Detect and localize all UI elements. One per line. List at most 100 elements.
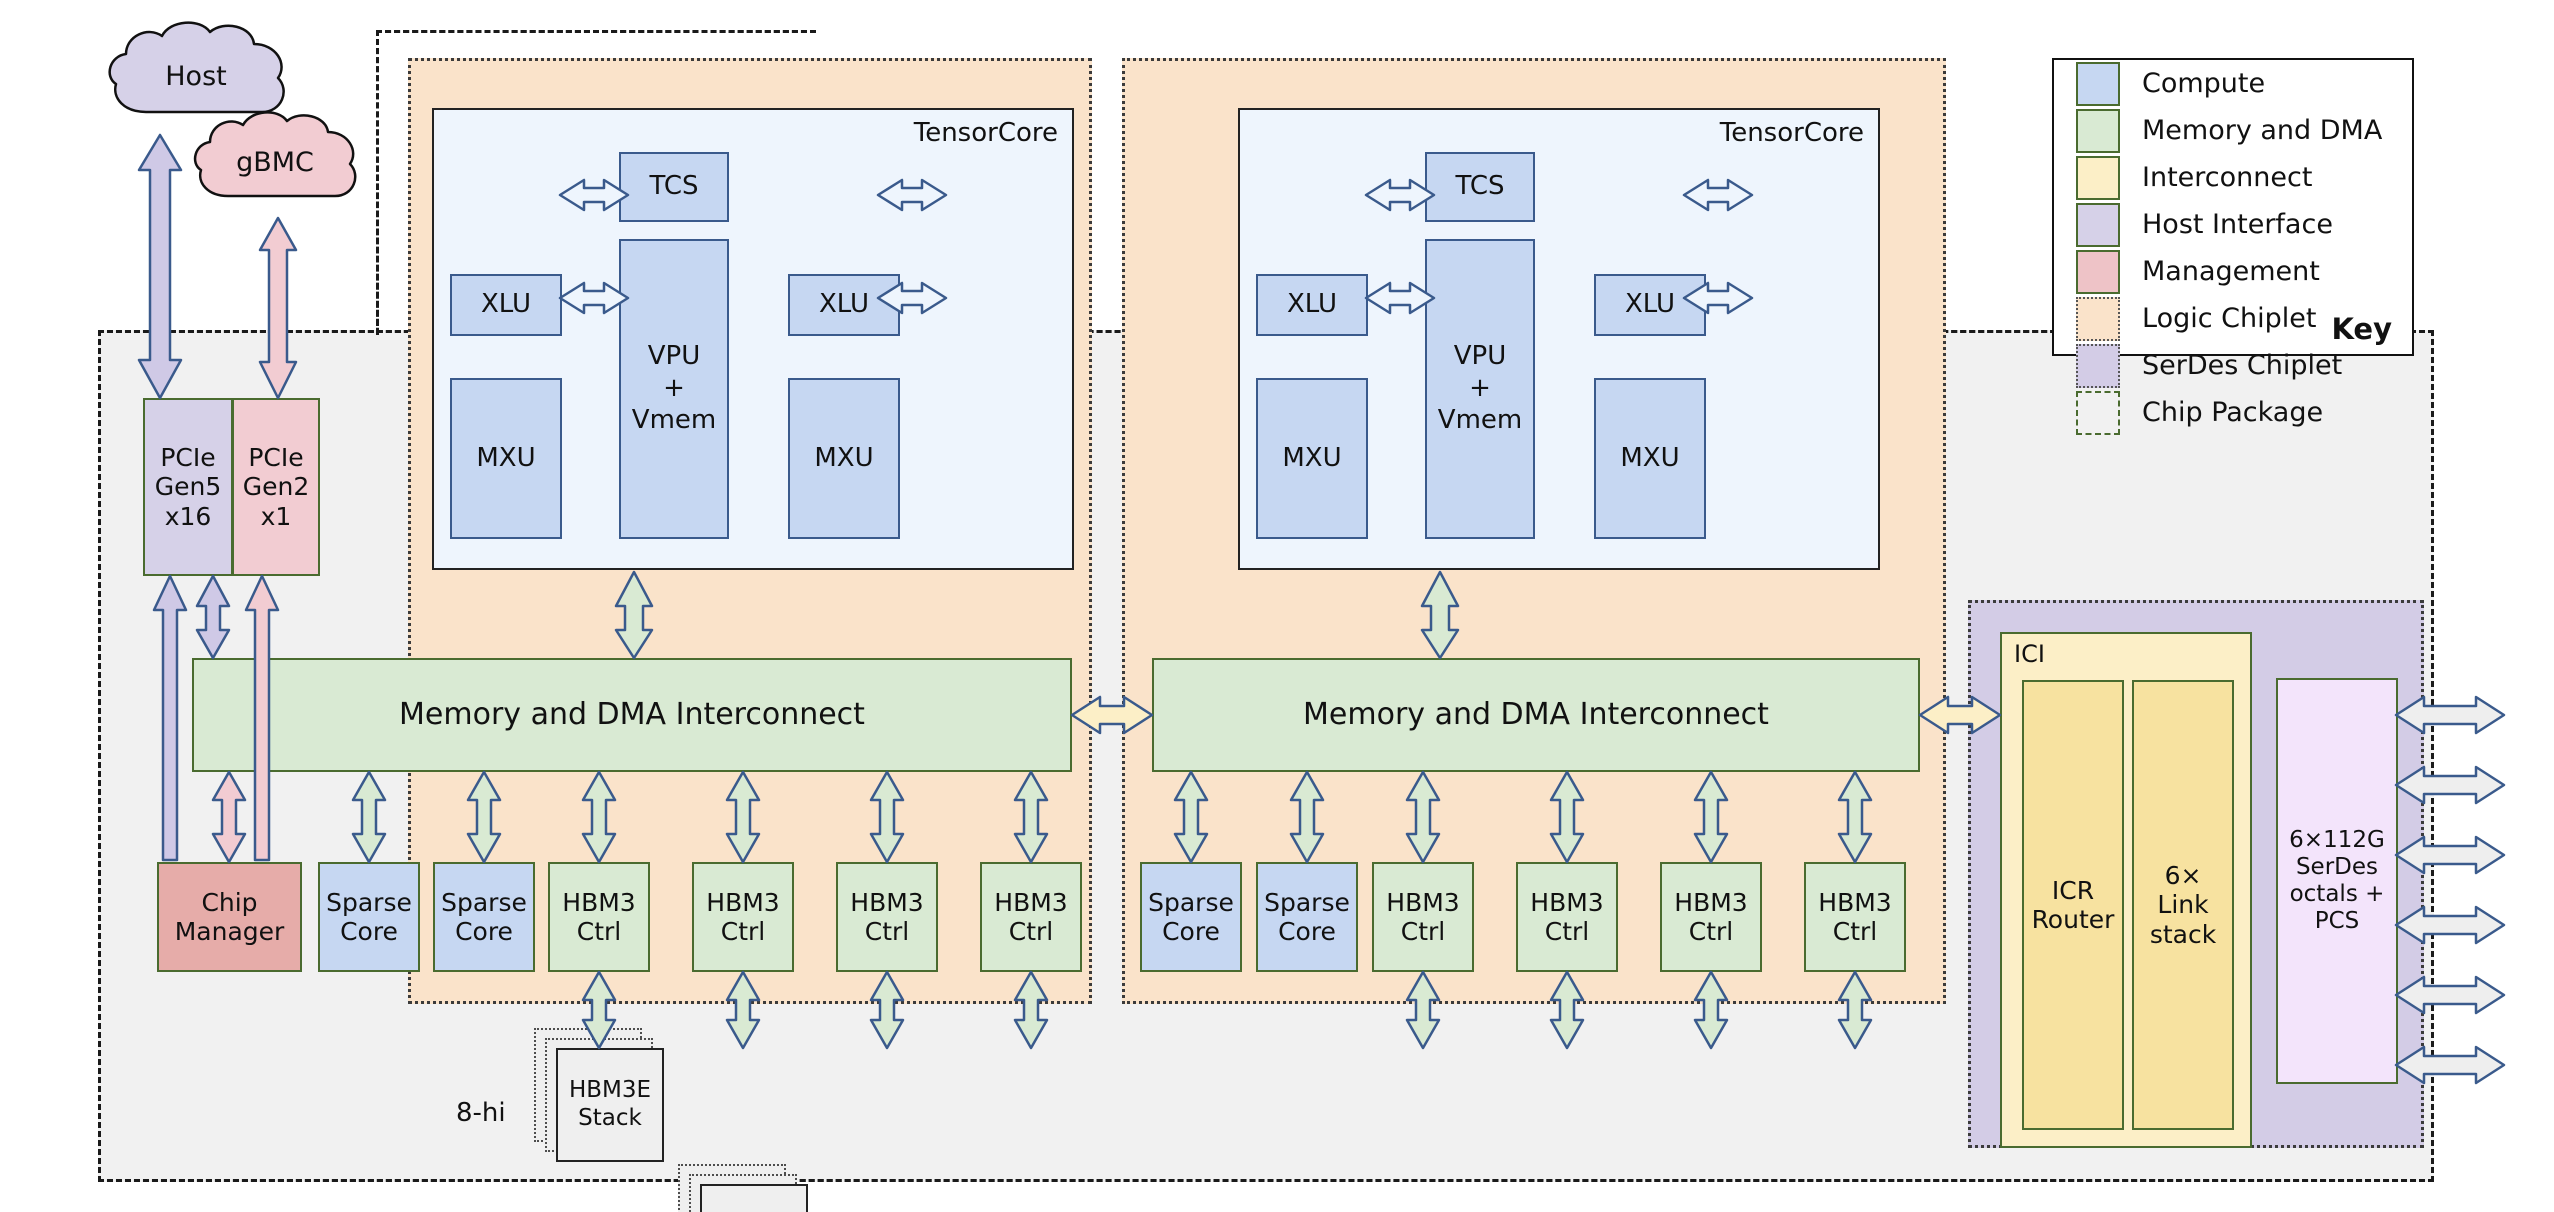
legend-label-interconnect: Interconnect — [2142, 162, 2313, 193]
mxu-block-right-r[interactable]: MXU — [1594, 378, 1706, 539]
xlu-block-right-l[interactable]: XLU — [1256, 274, 1368, 336]
legend-swatch-serdes-chiplet — [2076, 343, 2120, 388]
legend-label-memory-and-dma: Memory and DMA — [2142, 115, 2383, 146]
sparse-core-label-l1: Sparse Core — [326, 887, 412, 947]
xlu-block-right-r[interactable]: XLU — [1594, 274, 1706, 336]
hbm3-ctrl-label-r3: HBM3 Ctrl — [1674, 887, 1748, 947]
legend-swatch-compute — [2076, 61, 2120, 106]
mxu-block-left-l[interactable]: MXU — [450, 378, 562, 539]
icr-router-label: ICR Router — [2031, 875, 2115, 935]
legend-panel: Compute Memory and DMA Interconnect Host… — [2052, 58, 2414, 435]
ici-group: ICI ICR Router 6× Link stack — [2000, 632, 2252, 1148]
hbm3e-front-l1: HBM3E Stack — [556, 1048, 664, 1162]
icr-router-block[interactable]: ICR Router — [2022, 680, 2124, 1130]
mxu-block-right-l[interactable]: MXU — [1256, 378, 1368, 539]
vpu-label-left: VPU + Vmem — [631, 341, 717, 435]
serdes-octals-pcs-label: 6×112G SerDes octals + PCS — [2289, 826, 2385, 935]
legend-swatch-interconnect — [2076, 155, 2120, 200]
hbm3-ctrl-block-r4[interactable]: HBM3 Ctrl — [1804, 862, 1906, 972]
mxu-label-left-r: MXU — [814, 442, 874, 473]
chip-package-right-edge — [2431, 330, 2434, 1182]
tcs-label-right: TCS — [1455, 171, 1505, 202]
memory-dma-interconnect-right[interactable]: Memory and DMA Interconnect — [1152, 658, 1920, 772]
tensorcore-right: TensorCore TCS VPU + Vmem XLU XLU MXU MX… — [1238, 108, 1880, 570]
vpu-label-right: VPU + Vmem — [1437, 341, 1523, 435]
hbm3-ctrl-block-r1[interactable]: HBM3 Ctrl — [1372, 862, 1474, 972]
hbm3-ctrl-block-l3[interactable]: HBM3 Ctrl — [836, 862, 938, 972]
hbm3-ctrl-label-l2: HBM3 Ctrl — [706, 887, 780, 947]
hbm3-ctrl-block-r3[interactable]: HBM3 Ctrl — [1660, 862, 1762, 972]
host-boundary-top — [376, 30, 816, 33]
sparse-core-block-r2[interactable]: Sparse Core — [1256, 862, 1358, 972]
legend-swatch-chip-package — [2076, 390, 2120, 435]
hbm3-ctrl-block-l1[interactable]: HBM3 Ctrl — [548, 862, 650, 972]
legend-label-compute: Compute — [2142, 68, 2266, 99]
hbm3-ctrl-label-r4: HBM3 Ctrl — [1818, 887, 1892, 947]
legend-item-logic-chiplet: Logic Chiplet — [2054, 295, 2412, 342]
legend-swatch-host-interface — [2076, 202, 2120, 247]
hbm3-ctrl-label-l4: HBM3 Ctrl — [994, 887, 1068, 947]
chip-manager-block[interactable]: Chip Manager — [157, 862, 302, 972]
hbm3e-stack-l1[interactable]: HBM3E Stack — [534, 1028, 664, 1164]
tensorcore-left: TensorCore TCS VPU + Vmem XLU XLU MXU MX… — [432, 108, 1074, 570]
legend-item-interconnect: Interconnect — [2054, 154, 2412, 201]
tcs-label-left: TCS — [649, 171, 699, 202]
memory-dma-interconnect-left[interactable]: Memory and DMA Interconnect — [192, 658, 1072, 772]
memory-dma-interconnect-left-label: Memory and DMA Interconnect — [399, 697, 865, 733]
pcie-gen5-label: PCIe Gen5 x16 — [154, 442, 222, 531]
legend-title: Key — [2331, 312, 2392, 346]
hbm3-ctrl-label-l1: HBM3 Ctrl — [562, 887, 636, 947]
hbm3-ctrl-label-r2: HBM3 Ctrl — [1530, 887, 1604, 947]
pcie-gen2-block[interactable]: PCIe Gen2 x1 — [232, 398, 320, 576]
xlu-block-left-r[interactable]: XLU — [788, 274, 900, 336]
vpu-vmem-block-left[interactable]: VPU + Vmem — [619, 239, 729, 539]
legend-item-compute: Compute — [2054, 60, 2412, 107]
sparse-core-label-l2: Sparse Core — [441, 887, 527, 947]
pcie-gen5-block[interactable]: PCIe Gen5 x16 — [143, 398, 233, 576]
sparse-core-block-r1[interactable]: Sparse Core — [1140, 862, 1242, 972]
tcs-block-left[interactable]: TCS — [619, 152, 729, 222]
sparse-core-label-r1: Sparse Core — [1148, 887, 1234, 947]
legend-label-chip-package: Chip Package — [2142, 397, 2324, 428]
hbm3-ctrl-label-l3: HBM3 Ctrl — [850, 887, 924, 947]
legend-swatch-logic-chiplet — [2076, 296, 2120, 341]
serdes-octals-pcs-block[interactable]: 6×112G SerDes octals + PCS — [2276, 678, 2398, 1084]
hbm3e-label-l1: HBM3E Stack — [568, 1077, 652, 1131]
legend-item-host-interface: Host Interface — [2054, 201, 2412, 248]
link-stack-label: 6× Link stack — [2149, 860, 2217, 949]
hbm3-ctrl-block-l2[interactable]: HBM3 Ctrl — [692, 862, 794, 972]
sparse-core-block-l1[interactable]: Sparse Core — [318, 862, 420, 972]
hbm-height-note: 8-hi — [456, 1098, 506, 1128]
vpu-vmem-block-right[interactable]: VPU + Vmem — [1425, 239, 1535, 539]
host-boundary-left — [376, 30, 379, 335]
tensorcore-left-label: TensorCore — [913, 118, 1058, 148]
hbm3-ctrl-block-r2[interactable]: HBM3 Ctrl — [1516, 862, 1618, 972]
memory-dma-interconnect-right-label: Memory and DMA Interconnect — [1303, 697, 1769, 733]
link-stack-block[interactable]: 6× Link stack — [2132, 680, 2234, 1130]
tcs-block-right[interactable]: TCS — [1425, 152, 1535, 222]
xlu-label-left-l: XLU — [480, 289, 532, 320]
legend-label-logic-chiplet: Logic Chiplet — [2142, 303, 2317, 334]
hbm3e-front-l2: HBM3E Stack — [700, 1184, 808, 1212]
legend-swatch-management — [2076, 249, 2120, 294]
legend-label-serdes-chiplet: SerDes Chiplet — [2142, 350, 2343, 381]
hbm3e-stack-l2[interactable]: HBM3E Stack — [678, 1164, 808, 1212]
legend-item-memory-and-dma: Memory and DMA — [2054, 107, 2412, 154]
hbm3-ctrl-block-l4[interactable]: HBM3 Ctrl — [980, 862, 1082, 972]
xlu-block-left-l[interactable]: XLU — [450, 274, 562, 336]
mxu-block-left-r[interactable]: MXU — [788, 378, 900, 539]
gbmc-cloud: gBMC — [182, 106, 368, 218]
ici-label: ICI — [2014, 640, 2045, 668]
legend-item-management: Management — [2054, 248, 2412, 295]
legend-item-chip-package: Chip Package — [2054, 389, 2412, 436]
chip-manager-label: Chip Manager — [174, 887, 285, 947]
pcie-gen2-label: PCIe Gen2 x1 — [242, 442, 310, 531]
mxu-label-right-l: MXU — [1282, 442, 1342, 473]
legend-item-serdes-chiplet: SerDes Chiplet — [2054, 342, 2412, 389]
hbm3-ctrl-label-r1: HBM3 Ctrl — [1386, 887, 1460, 947]
xlu-label-right-r: XLU — [1624, 289, 1676, 320]
xlu-label-left-r: XLU — [818, 289, 870, 320]
legend-label-management: Management — [2142, 256, 2320, 287]
sparse-core-block-l2[interactable]: Sparse Core — [433, 862, 535, 972]
mxu-label-left-l: MXU — [476, 442, 536, 473]
